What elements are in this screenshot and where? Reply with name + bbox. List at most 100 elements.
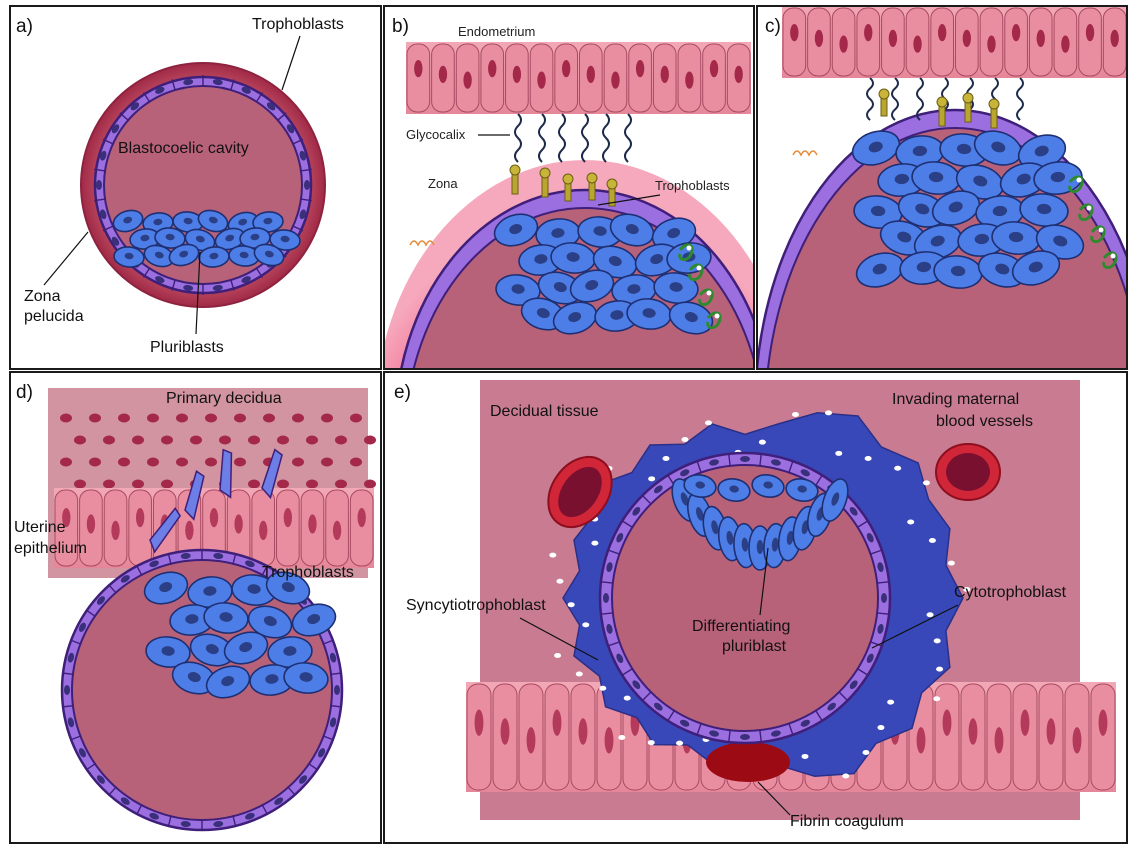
epithelial-nucleus [913,36,921,53]
epithelial-nucleus [636,60,644,77]
epithelial-nucleus [1099,710,1108,736]
epithelial-nucleus [234,514,242,533]
decidua-cell-nucleus [248,436,260,445]
epithelial-cell [407,44,430,112]
syncytio-nucleus [676,741,683,746]
epithelial-nucleus [995,727,1004,753]
epithelial-cell [857,8,880,76]
receptor-head [937,97,947,107]
epithelial-nucleus [611,72,619,89]
decidua-cell-nucleus [147,414,159,423]
epithelial-nucleus [1037,30,1045,47]
epithelial-cell [1005,8,1028,76]
syncytio-nucleus [576,671,583,676]
panel-d-letter: d) [16,382,33,403]
decidua-cell-nucleus [205,458,217,467]
epithelial-nucleus [587,66,595,83]
decidua-cell-nucleus [306,480,318,489]
epithelial-nucleus [1073,727,1082,753]
epithelial-cell [545,684,569,790]
decidua-cell-nucleus [103,436,115,445]
label-syncytiotrophoblast: Syncytiotrophoblast [406,597,546,614]
decidua-cell-nucleus [234,458,246,467]
epithelial-nucleus [1047,718,1056,744]
epithelial-cell [129,490,152,566]
label-endometrium: Endometrium [458,24,535,39]
syncytio-nucleus [648,740,655,745]
decidua-cell-nucleus [176,414,188,423]
decidua-cell-nucleus [132,480,144,489]
decidua-cell-nucleus [277,480,289,489]
syncytio-nucleus [948,561,955,566]
trophoblast-nucleus [603,593,609,603]
receptor-head [540,168,550,178]
epithelial-cell [629,44,652,112]
epithelial-cell [350,490,373,566]
epithelial-nucleus [185,521,193,540]
epithelial-nucleus [463,72,471,89]
epithelial-nucleus [1012,24,1020,41]
panel-b-letter: b) [392,16,409,37]
label-invading-line1: Invading maternal [892,391,1019,408]
fibrin-coagulum [706,742,790,782]
epithelial-nucleus [259,521,267,540]
epithelial-nucleus [685,72,693,89]
label-glycocalix: Glycocalix [406,127,466,142]
decidua-cell-nucleus [234,414,246,423]
syncytio-nucleus [907,520,914,525]
decidua-cell-nucleus [190,436,202,445]
trophoblast-nucleus [740,734,750,740]
syncytio-nucleus [705,420,712,425]
syncytio-nucleus [842,774,849,779]
epithelial-cell [703,44,726,112]
epithelial-nucleus [963,30,971,47]
decidua-cell-nucleus [103,480,115,489]
epithelial-nucleus [136,508,144,527]
epithelial-nucleus [1021,710,1030,736]
epithelial-cell [931,8,954,76]
trophoblast-nucleus [740,456,750,462]
epithelial-nucleus [513,66,521,83]
green-receptor-dot [687,246,692,251]
epithelial-nucleus [734,66,742,83]
decidua-cell-nucleus [74,480,86,489]
label-trophoblasts-a: Trophoblasts [252,16,344,33]
syncytio-nucleus [618,735,625,740]
label-uterine-line2: epithelium [14,540,87,557]
syncytio-nucleus [591,541,598,546]
epithelial-nucleus [308,514,316,533]
epithelial-nucleus [210,508,218,527]
decidua-cell-nucleus [147,458,159,467]
syncytio-nucleus [759,440,766,445]
decidua-cell-nucleus [335,480,347,489]
syncytio-nucleus [825,410,832,415]
label-invading-line2: blood vessels [936,413,1033,430]
endometrium-cells [406,42,751,114]
syncytio-nucleus [599,686,606,691]
decidua-cell-nucleus [132,436,144,445]
epithelial-nucleus [987,36,995,53]
epithelial-nucleus [1061,36,1069,53]
label-differentiating-line1: Differentiating [692,618,790,635]
decidua-cell-nucleus [60,414,72,423]
green-receptor-dot [1087,206,1092,211]
syncytio-nucleus [568,602,575,607]
decidua-cell-nucleus [321,414,333,423]
decidua-cell-nucleus [277,436,289,445]
epithelial-nucleus [938,24,946,41]
receptor-head [587,173,597,183]
epithelial-nucleus [562,60,570,77]
decidua-cell-nucleus [176,458,188,467]
green-receptor-dot [1111,254,1116,259]
epithelial-nucleus [333,521,341,540]
decidua-cell-nucleus [161,436,173,445]
decidua-cell-nucleus [306,436,318,445]
syncytio-nucleus [933,696,940,701]
syncytio-nucleus [887,700,894,705]
syncytio-nucleus [624,696,631,701]
endometrium-cells-c [782,6,1127,78]
epithelial-nucleus [284,508,292,527]
green-receptor-dot [715,314,720,319]
